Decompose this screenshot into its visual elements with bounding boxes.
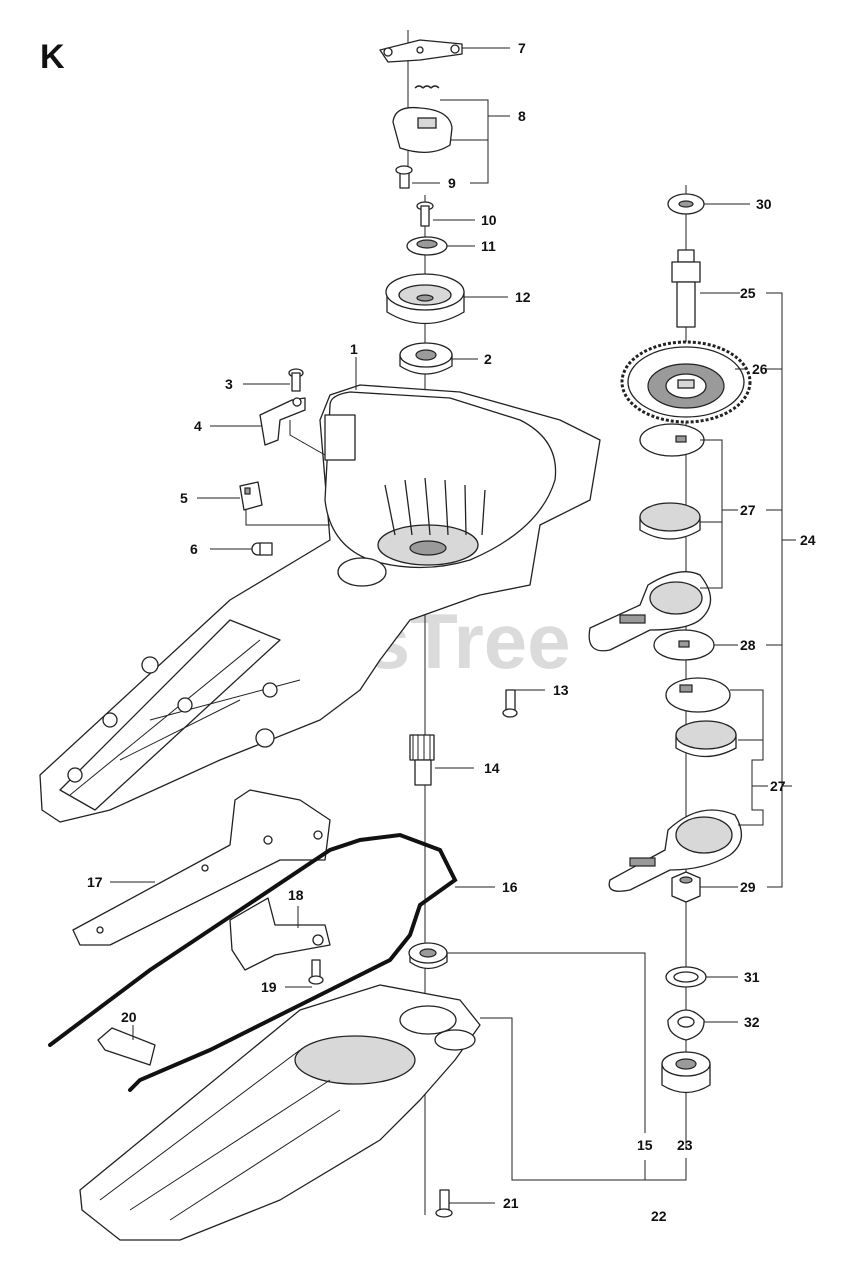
part-27b-connecting-rod[interactable]	[608, 809, 742, 892]
callout-17: 17	[87, 874, 103, 890]
part-12-cup[interactable]	[385, 273, 465, 325]
callout-21: 21	[503, 1195, 519, 1211]
callout-8: 8	[518, 108, 526, 124]
part-5-clip[interactable]	[239, 481, 263, 511]
callout-25: 25	[740, 285, 756, 301]
callout-12: 12	[515, 289, 531, 305]
part-18-bracket[interactable]	[229, 897, 331, 971]
part-2-bearing[interactable]	[399, 342, 453, 375]
part-31-washer[interactable]	[665, 966, 707, 988]
part-13-screw[interactable]	[502, 689, 518, 718]
callout-24: 24	[800, 532, 816, 548]
part-16-cord[interactable]	[48, 832, 458, 1092]
callout-11: 11	[481, 238, 496, 254]
part-28-washer[interactable]	[653, 629, 715, 661]
callout-15: 15	[637, 1137, 653, 1153]
callout-32: 32	[744, 1014, 760, 1030]
part-27a-connecting-rod[interactable]	[588, 571, 712, 652]
part-7-plate[interactable]	[379, 39, 463, 63]
callout-1: 1	[350, 341, 358, 357]
part-9-screw[interactable]	[395, 165, 413, 189]
part-20-block[interactable]	[97, 1027, 156, 1066]
part-11-bushing[interactable]	[406, 236, 448, 256]
callout-6: 6	[190, 541, 198, 557]
part-21-screw[interactable]	[435, 1189, 453, 1218]
part-25-shaft[interactable]	[671, 249, 701, 328]
part-30-bushing[interactable]	[667, 193, 705, 215]
callout-22: 22	[651, 1208, 667, 1224]
part-26-gear[interactable]	[620, 340, 752, 424]
callout-10: 10	[481, 212, 497, 228]
callout-31: 31	[744, 969, 760, 985]
part-27b-washer[interactable]	[665, 677, 731, 713]
callout-7: 7	[518, 40, 526, 56]
callout-16: 16	[502, 879, 518, 895]
part-15-bearing[interactable]	[408, 942, 448, 970]
callout-30: 30	[756, 196, 772, 212]
callout-labels: 7 8 9 10 11 12 1 2 3 4 5 6 13 14 16 17 1…	[87, 40, 816, 1224]
part-27a-washer[interactable]	[639, 423, 705, 457]
part-6-plug[interactable]	[251, 542, 273, 556]
part-10-screw[interactable]	[416, 201, 434, 227]
callout-26: 26	[752, 361, 768, 377]
callout-27-upper: 27	[740, 502, 756, 518]
callout-5: 5	[180, 490, 188, 506]
callout-4: 4	[194, 418, 202, 434]
part-19-screw[interactable]	[308, 959, 324, 985]
callout-28: 28	[740, 637, 756, 653]
callout-29: 29	[740, 879, 756, 895]
part-27b-needle-bearing[interactable]	[675, 720, 737, 758]
part-27a-needle-bearing[interactable]	[639, 502, 701, 540]
callout-19: 19	[261, 979, 277, 995]
part-14-pinion[interactable]	[409, 734, 435, 786]
callout-13: 13	[553, 682, 569, 698]
part-17-plate[interactable]	[72, 789, 331, 946]
part-23-bearing[interactable]	[661, 1051, 711, 1094]
part-1-gear-housing[interactable]	[39, 384, 601, 823]
part-22-lower-cover[interactable]	[79, 984, 481, 1241]
callout-9: 9	[448, 175, 456, 191]
part-29-nut[interactable]	[671, 871, 701, 903]
part-3-screw[interactable]	[288, 368, 304, 392]
callout-14: 14	[484, 760, 500, 776]
part-32-retainer[interactable]	[667, 1009, 705, 1041]
callout-20: 20	[121, 1009, 137, 1025]
callout-23: 23	[677, 1137, 693, 1153]
part-4-bracket[interactable]	[259, 397, 306, 446]
callout-27-lower: 27	[770, 778, 786, 794]
part-8-cam-assembly[interactable]	[392, 85, 453, 153]
callout-2: 2	[484, 351, 492, 367]
callout-3: 3	[225, 376, 233, 392]
sheet-letter: K	[40, 38, 65, 76]
leader-lines	[110, 47, 796, 1204]
callout-18: 18	[288, 887, 304, 903]
